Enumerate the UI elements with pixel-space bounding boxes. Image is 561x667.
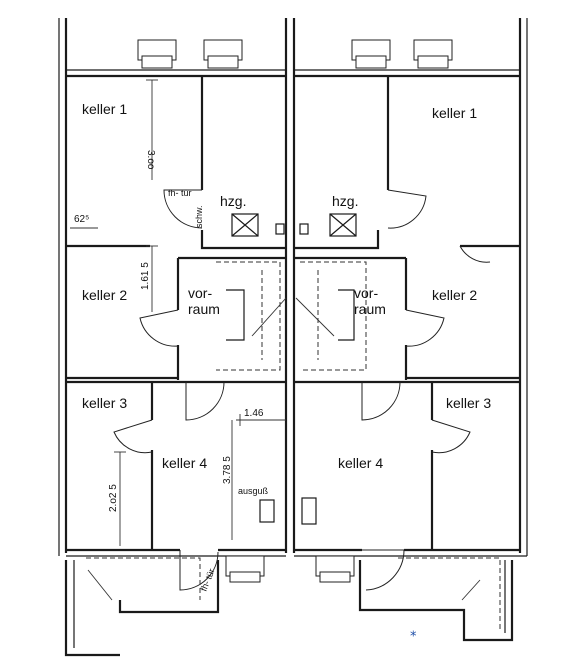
doors: [113, 189, 491, 591]
vorraum-details: [87, 289, 481, 601]
left-keller-1-label: keller 1: [82, 101, 127, 117]
north-mark: ⁎: [410, 624, 417, 639]
dim-3-78-5: 3.78 5: [222, 456, 233, 484]
right-unit-walls: [294, 18, 528, 642]
dim-62-5: 62⁵: [74, 214, 89, 225]
right-vorraum-line1: vor-: [354, 285, 378, 301]
left-windows: [137, 39, 265, 583]
right-windows: [315, 39, 453, 583]
left-keller-3-label: keller 3: [82, 395, 127, 411]
right-vorraum-line2: raum: [354, 301, 386, 317]
left-keller-4-label: keller 4: [162, 455, 207, 471]
hzg-boxes: [231, 213, 357, 237]
sinks: [259, 497, 317, 525]
right-unit-labels: keller 1 keller 2 keller 3 keller 4 vor-…: [332, 105, 491, 471]
right-hzg-label: hzg.: [332, 193, 358, 209]
left-unit-walls: [58, 18, 296, 657]
right-keller-1-label: keller 1: [432, 105, 477, 121]
dimension-lines: [70, 79, 286, 546]
dim-1-61-5: 1.61 5: [140, 262, 151, 290]
left-fh-tuer-top: fh- tür: [168, 188, 192, 198]
right-keller-4-label: keller 4: [338, 455, 383, 471]
left-vorraum-line2: raum: [188, 301, 220, 317]
right-keller-2-label: keller 2: [432, 287, 477, 303]
left-unit-labels: keller 1 keller 2 keller 3 keller 4 vor-…: [74, 101, 269, 593]
dim-1-46: 1.46: [244, 408, 264, 419]
dim-3-00: 3.oo: [145, 150, 156, 170]
left-vorraum-line1: vor-: [188, 285, 212, 301]
left-fh-tuer-bottom: fh- tür: [199, 567, 217, 593]
stairs-dashed: [86, 261, 501, 632]
right-keller-3-label: keller 3: [446, 395, 491, 411]
left-schw-label: schw.: [194, 205, 204, 228]
dim-2-02-5: 2.o2 5: [108, 484, 119, 512]
left-keller-2-label: keller 2: [82, 287, 127, 303]
left-ausguss-label: ausguß: [238, 486, 269, 496]
left-hzg-label: hzg.: [220, 193, 246, 209]
